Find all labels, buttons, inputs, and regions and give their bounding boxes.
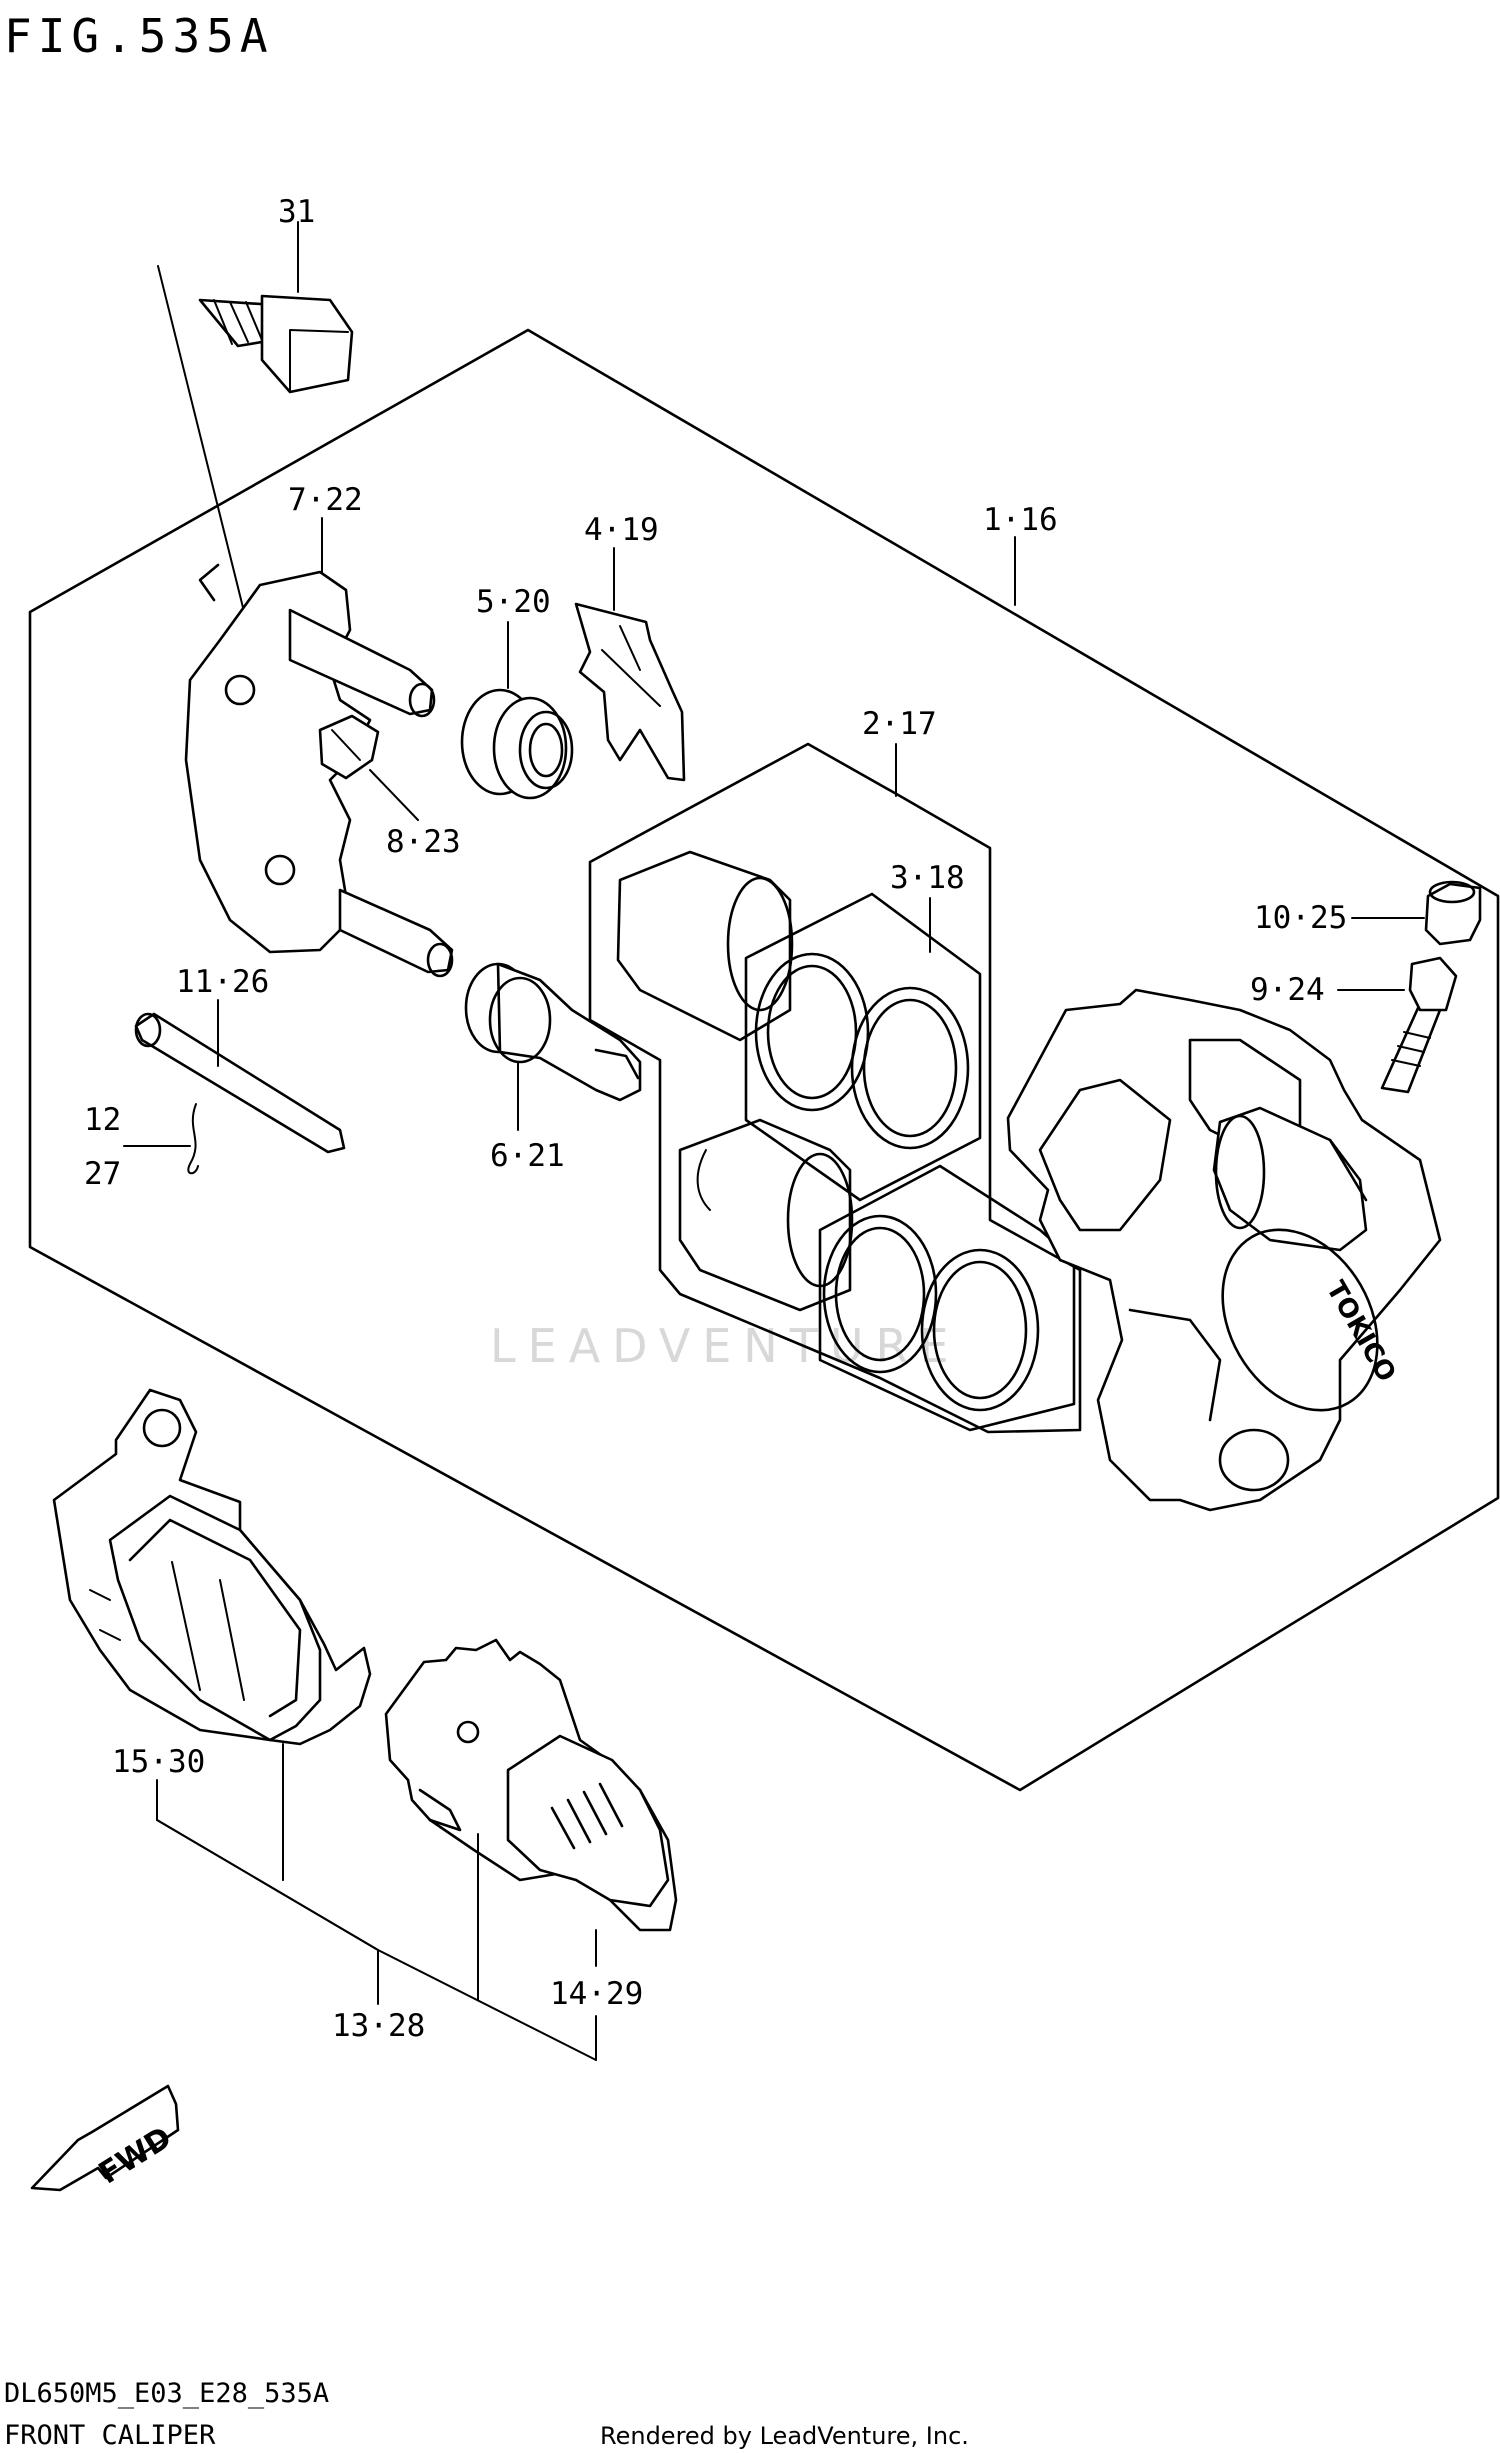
callout-5-20: 5·20 xyxy=(476,584,551,620)
watermark-text: LEADVENTURE xyxy=(490,1319,961,1373)
callout-3-18: 3·18 xyxy=(890,860,965,896)
pad-spring-4-19 xyxy=(574,602,686,782)
callout-15-30: 15·30 xyxy=(112,1744,205,1780)
upper-seals xyxy=(754,952,970,1150)
callout-1-16: 1·16 xyxy=(983,502,1058,538)
callout-13-28: 13·28 xyxy=(332,2008,425,2044)
seal-set-outline xyxy=(744,892,982,1202)
caliper-assembly-outline xyxy=(28,328,1500,1792)
callout-6-21: 6·21 xyxy=(490,1138,565,1174)
figure-label: FIG.535A xyxy=(4,9,274,63)
callout-4-19: 4·19 xyxy=(584,512,659,548)
lower-seals xyxy=(822,1214,1040,1412)
pin-boot-5-20 xyxy=(460,688,574,800)
section-title: FRONT CALIPER xyxy=(4,2420,216,2451)
bleeder-cap xyxy=(1424,880,1482,946)
brake-pad-14-29 xyxy=(384,1638,678,1932)
callout-10-25: 10·25 xyxy=(1254,900,1347,936)
render-credit: Rendered by LeadVenture, Inc. xyxy=(600,2422,969,2450)
callout-11-26: 11·26 xyxy=(176,964,269,1000)
pin-boot-6-21 xyxy=(464,962,642,1102)
clip-12-27 xyxy=(187,1103,199,1175)
pad-pin-11-26 xyxy=(134,1012,346,1154)
callout-12: 12 xyxy=(84,1102,121,1138)
diagram-code: DL650M5_E03_E28_535A xyxy=(4,2378,329,2409)
callout-2-17: 2·17 xyxy=(862,706,937,742)
callout-8-23: 8·23 xyxy=(386,824,461,860)
bleeder-valve xyxy=(1380,956,1458,1094)
callout-14-29: 14·29 xyxy=(550,1976,643,2012)
part-8-23 xyxy=(318,714,380,780)
callout-27: 27 xyxy=(84,1156,121,1192)
forward-arrow: FWD xyxy=(30,2084,180,2191)
piston-set-outline xyxy=(588,742,1082,1434)
pad-set-bracket xyxy=(156,1819,597,2061)
brake-pad-15-30 xyxy=(52,1388,372,1746)
lower-piston xyxy=(678,1118,854,1312)
callout-7-22: 7·22 xyxy=(288,482,363,518)
callout-31: 31 xyxy=(278,194,315,230)
lower-seal-set-outline xyxy=(818,1164,1076,1432)
upper-piston xyxy=(616,850,794,1042)
leader-8-23 xyxy=(369,769,419,821)
caliper-bracket xyxy=(184,563,454,978)
caliper-body: TOKICO xyxy=(1006,988,1442,1512)
mounting-bolt-31 xyxy=(198,294,354,394)
callout-9-24: 9·24 xyxy=(1250,972,1325,1008)
